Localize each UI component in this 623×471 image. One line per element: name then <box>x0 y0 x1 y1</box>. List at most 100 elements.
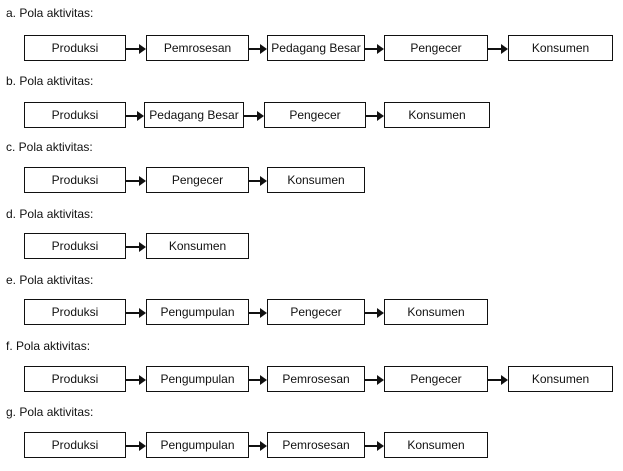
flow-arrow <box>126 44 146 54</box>
arrow-head-icon <box>501 375 508 385</box>
pattern-a-label: a. Pola aktivitas: <box>6 6 94 20</box>
arrow-line <box>249 48 262 50</box>
arrow-line <box>126 445 141 447</box>
flow-arrow <box>488 44 508 54</box>
arrow-line <box>126 312 141 314</box>
arrow-head-icon <box>139 242 146 252</box>
pattern-b-flow: Produksi Pedagang Besar Pengecer Konsumen <box>0 102 623 130</box>
flow-step-produksi: Produksi <box>24 233 126 259</box>
arrow-head-icon <box>377 308 384 318</box>
flow-step-pengumpulan: Pengumpulan <box>146 432 249 458</box>
flow-step-konsumen: Konsumen <box>384 432 488 458</box>
flow-arrow <box>366 111 384 121</box>
pattern-g-label: g. Pola aktivitas: <box>6 405 94 419</box>
pattern-f-label: f. Pola aktivitas: <box>6 339 91 353</box>
flow-arrow <box>249 441 267 451</box>
arrow-line <box>244 115 259 117</box>
arrow-head-icon <box>139 44 146 54</box>
flow-step-konsumen: Konsumen <box>146 233 249 259</box>
flow-arrow <box>126 242 146 252</box>
arrow-line <box>126 115 139 117</box>
flow-step-konsumen: Konsumen <box>384 299 488 325</box>
flow-arrow <box>249 308 267 318</box>
arrow-line <box>249 180 262 182</box>
flow-step-konsumen: Konsumen <box>267 167 365 193</box>
flow-arrow <box>365 308 384 318</box>
flow-arrow <box>126 441 146 451</box>
flow-step-pengecer: Pengecer <box>146 167 249 193</box>
arrow-head-icon <box>501 44 508 54</box>
flow-step-produksi: Produksi <box>24 432 126 458</box>
flow-arrow <box>488 375 508 385</box>
flow-step-pedagang-besar: Pedagang Besar <box>144 102 244 128</box>
flow-step-pengecer: Pengecer <box>267 299 365 325</box>
arrow-head-icon <box>377 44 384 54</box>
arrow-head-icon <box>260 308 267 318</box>
flow-arrow <box>126 111 144 121</box>
flow-step-produksi: Produksi <box>24 366 126 392</box>
pattern-d-flow: Produksi Konsumen <box>0 233 623 261</box>
flow-arrow <box>365 441 384 451</box>
flow-arrow <box>249 176 267 186</box>
flow-arrow <box>365 375 384 385</box>
flow-step-pemrosesan: Pemrosesan <box>267 432 365 458</box>
flow-step-produksi: Produksi <box>24 167 126 193</box>
flow-step-produksi: Produksi <box>24 102 126 128</box>
arrow-line <box>249 445 262 447</box>
pattern-g-flow: Produksi Pengumpulan Pemrosesan Konsumen <box>0 432 623 460</box>
arrow-line <box>126 180 141 182</box>
arrow-head-icon <box>377 375 384 385</box>
flow-arrow <box>249 44 267 54</box>
flow-step-konsumen: Konsumen <box>384 102 490 128</box>
flow-arrow <box>126 308 146 318</box>
flow-arrow <box>244 111 264 121</box>
pattern-e-flow: Produksi Pengumpulan Pengecer Konsumen <box>0 299 623 327</box>
flow-step-pengecer: Pengecer <box>384 366 488 392</box>
arrow-line <box>126 246 141 248</box>
flow-step-pemrosesan: Pemrosesan <box>267 366 365 392</box>
flow-arrow <box>365 44 384 54</box>
flow-arrow <box>126 176 146 186</box>
arrow-head-icon <box>257 111 264 121</box>
pattern-d-label: d. Pola aktivitas: <box>6 207 94 221</box>
pattern-c-flow: Produksi Pengecer Konsumen <box>0 167 623 195</box>
arrow-line <box>488 48 503 50</box>
flow-step-pengumpulan: Pengumpulan <box>146 366 249 392</box>
arrow-head-icon <box>377 441 384 451</box>
pattern-b-label: b. Pola aktivitas: <box>6 74 94 88</box>
pattern-c-label: c. Pola aktivitas: <box>6 140 93 154</box>
arrow-head-icon <box>139 375 146 385</box>
arrow-line <box>366 115 379 117</box>
flow-step-pedagang-besar: Pedagang Besar <box>267 35 365 61</box>
flow-step-konsumen: Konsumen <box>508 35 613 61</box>
arrow-head-icon <box>377 111 384 121</box>
flow-step-konsumen: Konsumen <box>508 366 613 392</box>
arrow-head-icon <box>260 44 267 54</box>
arrow-line <box>488 379 503 381</box>
arrow-line <box>365 312 379 314</box>
flow-step-produksi: Produksi <box>24 299 126 325</box>
arrow-head-icon <box>260 375 267 385</box>
arrow-line <box>365 379 379 381</box>
arrow-head-icon <box>137 111 144 121</box>
arrow-line <box>126 379 141 381</box>
arrow-line <box>249 379 262 381</box>
flow-step-pengecer: Pengecer <box>384 35 488 61</box>
arrow-line <box>126 48 141 50</box>
arrow-line <box>365 48 379 50</box>
flow-arrow <box>249 375 267 385</box>
flow-arrow <box>126 375 146 385</box>
arrow-head-icon <box>260 176 267 186</box>
flow-step-pengumpulan: Pengumpulan <box>146 299 249 325</box>
pattern-e-label: e. Pola aktivitas: <box>6 273 94 287</box>
flow-step-pemrosesan: Pemrosesan <box>146 35 249 61</box>
pattern-f-flow: Produksi Pengumpulan Pemrosesan Pengecer Kon… <box>0 366 623 394</box>
arrow-line <box>365 445 379 447</box>
arrow-head-icon <box>260 441 267 451</box>
arrow-head-icon <box>139 441 146 451</box>
flow-step-pengecer: Pengecer <box>264 102 366 128</box>
arrow-head-icon <box>139 308 146 318</box>
arrow-head-icon <box>139 176 146 186</box>
